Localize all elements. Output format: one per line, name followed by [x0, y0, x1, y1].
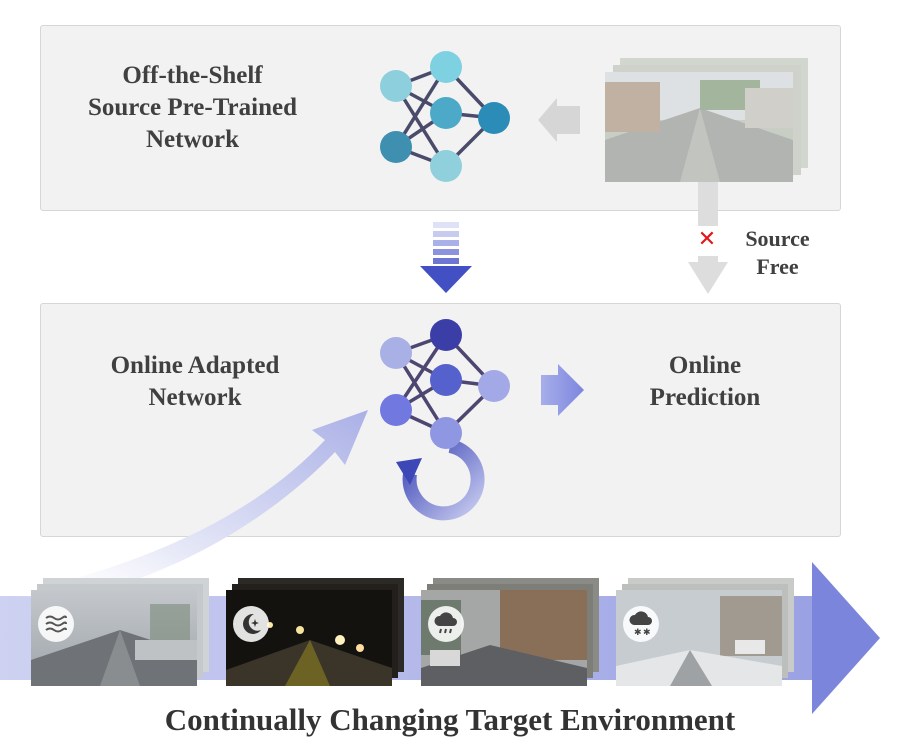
- source-free-label: Source Free: [730, 225, 825, 281]
- online-prediction-title: Online Prediction: [610, 350, 800, 414]
- online-prediction-line1: Online: [668, 352, 742, 379]
- stream-to-network-arrow: [10, 410, 368, 600]
- target-environment-title: Continually Changing Target Environment: [164, 702, 736, 737]
- prediction-arrow: [541, 364, 584, 416]
- night-image-stack: [226, 578, 404, 686]
- svg-text:✱: ✱: [643, 628, 651, 637]
- transfer-down-arrow: [420, 222, 472, 293]
- adapted-network-title: Online Adapted Network: [60, 350, 330, 414]
- source-network-title-line2: Source Pre-Trained: [88, 94, 297, 121]
- adapted-network-title-line2: Network: [148, 384, 242, 411]
- source-network-title-line1: Off-the-Shelf: [122, 62, 263, 89]
- rain-cloud-icon: [428, 606, 464, 642]
- adaptation-cycle-icon: [396, 439, 485, 521]
- snow-cloud-icon: ✱ ✱: [623, 606, 659, 642]
- source-to-network-arrow: [538, 98, 580, 142]
- source-image-stack: [605, 58, 808, 182]
- online-prediction-line2: Prediction: [649, 384, 761, 411]
- source-network-title: Off-the-Shelf Source Pre-Trained Network: [50, 60, 335, 156]
- moon-star-icon: [233, 606, 269, 642]
- fog-icon: [38, 606, 74, 642]
- source-free-line2: Free: [756, 254, 799, 280]
- cross-icon: ✕: [697, 227, 717, 252]
- source-network-title-line3: Network: [145, 126, 240, 153]
- rain-image-stack: [421, 578, 599, 686]
- adapted-network-title-line1: Online Adapted: [110, 352, 280, 379]
- source-free-arrow: [688, 182, 728, 294]
- adapted-network-icon: [380, 319, 510, 449]
- svg-text:✱: ✱: [634, 628, 642, 637]
- source-network-icon: [380, 51, 510, 182]
- source-free-line1: Source: [745, 226, 810, 251]
